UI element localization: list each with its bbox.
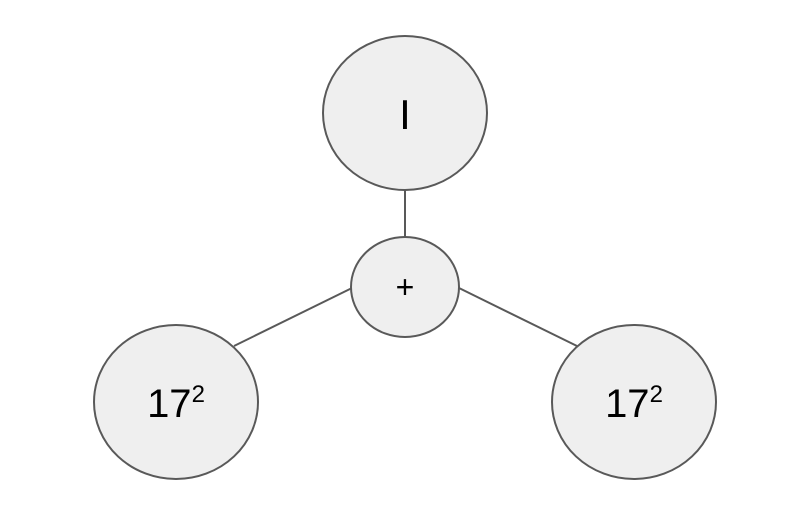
node-right-label: 172 bbox=[605, 381, 663, 426]
node-left-label: 172 bbox=[147, 381, 205, 426]
edge-center-left bbox=[233, 287, 353, 347]
node-top-label: I bbox=[399, 91, 411, 138]
edge-center-right bbox=[458, 287, 578, 347]
node-right-base: 17 bbox=[605, 382, 650, 426]
node-center-label: + bbox=[396, 269, 415, 305]
node-top: I bbox=[322, 35, 488, 191]
node-left: 172 bbox=[93, 324, 259, 480]
node-center: + bbox=[350, 236, 460, 338]
node-right-exponent: 2 bbox=[650, 381, 663, 408]
node-left-exponent: 2 bbox=[192, 381, 205, 408]
node-right: 172 bbox=[551, 324, 717, 480]
node-left-base: 17 bbox=[147, 382, 192, 426]
